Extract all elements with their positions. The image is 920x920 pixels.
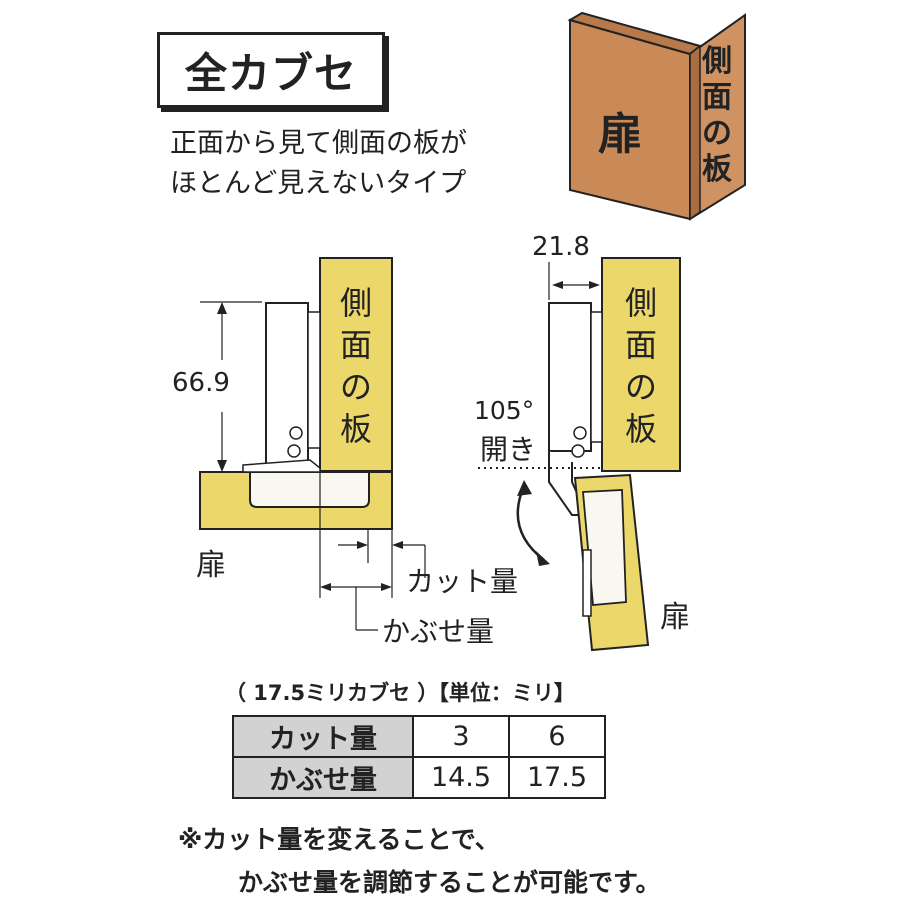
cell-overlay-2: 17.5 bbox=[508, 756, 606, 799]
width-dimension: 21.8 bbox=[532, 232, 590, 262]
mounting-plate bbox=[307, 311, 321, 449]
cell-overlay-1: 14.5 bbox=[412, 756, 510, 799]
screw-icon bbox=[571, 444, 585, 458]
screw-icon bbox=[289, 426, 303, 440]
right-side-panel bbox=[601, 257, 681, 472]
cell-cut-1: 3 bbox=[412, 715, 510, 758]
description-line-2: ほとんど見えないタイプ bbox=[170, 168, 467, 199]
overlay-amount-label: かぶせ量 bbox=[382, 615, 495, 648]
table-row: かぶせ量 14.5 17.5 bbox=[232, 756, 606, 799]
door-side-edge bbox=[689, 44, 701, 221]
screw-icon bbox=[287, 444, 301, 458]
mounting-plate-open bbox=[590, 311, 603, 443]
hinge-base bbox=[242, 459, 321, 473]
table-row: カット量 3 6 bbox=[232, 715, 606, 758]
rotation-arrow bbox=[516, 485, 545, 561]
cabinet-illustration bbox=[567, 11, 746, 221]
right-door-label: 扉 bbox=[660, 600, 690, 635]
cup-flange bbox=[582, 549, 592, 617]
row-header-overlay: かぶせ量 bbox=[232, 756, 414, 799]
row-header-cut: カット量 bbox=[232, 715, 414, 758]
hinge-cup bbox=[249, 471, 370, 508]
note-line-1: ※カット量を変えることで、 bbox=[178, 825, 500, 854]
page-title: 全カブセ bbox=[157, 32, 385, 108]
table-caption: （ 17.5ミリカブセ ）【単位：ミリ】 bbox=[225, 681, 575, 705]
description-line-1: 正面から見て側面の板が bbox=[170, 128, 467, 159]
description: 正面から見て側面の板が ほとんど見えないタイプ bbox=[170, 124, 467, 204]
left-side-panel bbox=[319, 257, 393, 472]
height-dimension: 66.9 bbox=[172, 368, 230, 398]
spec-table: カット量 3 6 かぶせ量 14.5 17.5 bbox=[232, 715, 606, 799]
hinge-arm-open bbox=[548, 302, 592, 452]
left-side-panel-label: 側 面 の 板 bbox=[339, 284, 372, 448]
note-line-2: かぶせ量を調節することが可能です。 bbox=[238, 868, 661, 897]
right-side-panel-label: 側 面 の 板 bbox=[624, 284, 657, 448]
hinge-arm bbox=[265, 302, 309, 469]
illustration-door-label: 扉 bbox=[598, 109, 642, 160]
angle-label: 105° bbox=[474, 396, 535, 425]
screw-icon bbox=[573, 426, 587, 440]
illustration-side-panel-label: 側 面 の 板 bbox=[702, 44, 732, 187]
left-door-label: 扉 bbox=[196, 548, 226, 583]
cell-cut-2: 6 bbox=[508, 715, 606, 758]
open-label: 開き bbox=[480, 433, 537, 466]
cut-amount-label: カット量 bbox=[406, 565, 519, 598]
